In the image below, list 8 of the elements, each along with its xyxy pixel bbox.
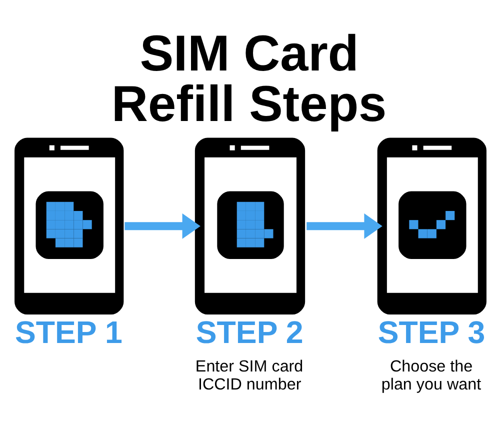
node-label: STEP 1 bbox=[15, 315, 122, 350]
node-label: STEP 3 bbox=[378, 315, 486, 350]
arrow bbox=[124, 213, 200, 239]
diagram-title: SIM Card Refill Steps bbox=[112, 24, 387, 132]
node-label: STEP 2 bbox=[196, 315, 304, 350]
node-label: Choose the plan you want bbox=[381, 357, 482, 394]
node-label: Enter SIM card ICCID number bbox=[195, 357, 304, 394]
arrow bbox=[306, 213, 382, 239]
